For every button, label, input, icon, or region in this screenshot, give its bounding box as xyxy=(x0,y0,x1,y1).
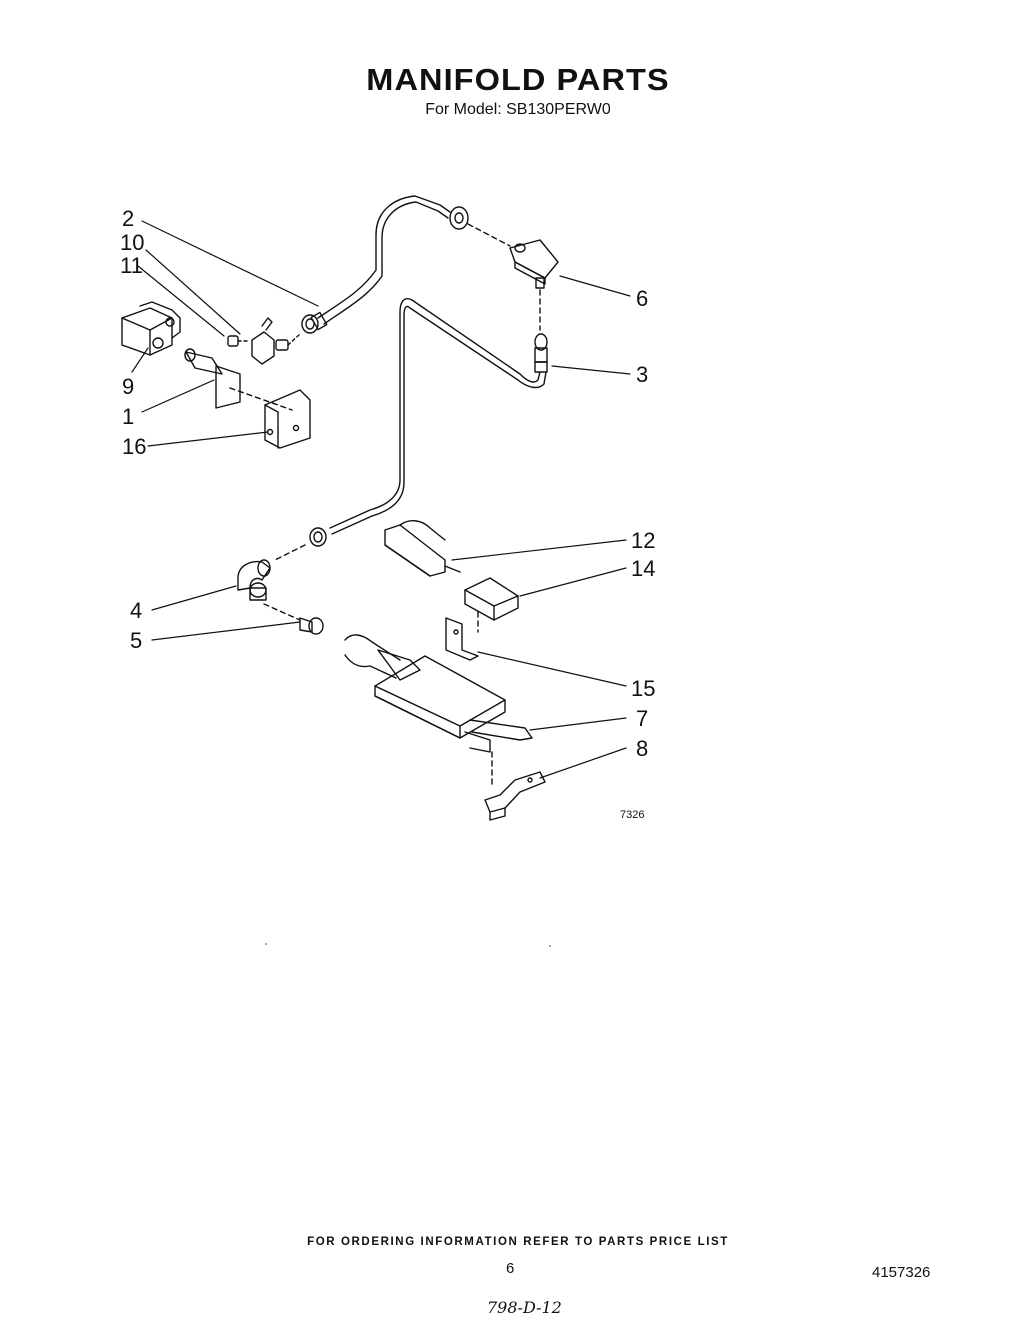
tube-fitting-lower xyxy=(309,527,327,547)
callout-11: 11 xyxy=(120,253,143,278)
callout-14: 14 xyxy=(631,556,655,581)
handwritten-note: 798-D-12 xyxy=(487,1298,562,1317)
tube-fitting-2 xyxy=(301,311,328,334)
callout-1: 1 xyxy=(122,404,134,429)
part-12-electrode xyxy=(384,520,461,577)
callout-9: 9 xyxy=(122,374,134,399)
gas-tube-upper xyxy=(317,195,451,325)
callout-labels: 2 10 11 9 1 16 6 3 12 14 4 5 15 7 8 7326 xyxy=(120,206,655,821)
page-title: MANIFOLD PARTS xyxy=(366,62,670,97)
callout-12: 12 xyxy=(631,528,655,553)
dashed-leader xyxy=(274,544,306,561)
gas-tube-long xyxy=(329,298,547,535)
scan-specks xyxy=(265,943,551,947)
tube-fitting-3 xyxy=(534,333,548,373)
dashed-leader xyxy=(467,223,511,247)
part-10-fitting xyxy=(251,317,301,365)
callout-7: 7 xyxy=(636,706,648,731)
callout-4: 4 xyxy=(130,598,142,623)
callout-5: 5 xyxy=(130,628,142,653)
callout-leaders xyxy=(131,220,631,779)
document-number: 4157326 xyxy=(872,1264,931,1281)
figure-number: 7326 xyxy=(620,809,644,821)
part-14-block xyxy=(464,577,519,621)
model-subtitle: For Model: SB130PERW0 xyxy=(425,101,611,118)
ordering-info-note: FOR ORDERING INFORMATION REFER TO PARTS … xyxy=(307,1236,729,1248)
part-6-connector xyxy=(509,239,559,289)
part-4-elbow xyxy=(237,559,271,601)
part-1-manifold-pipe xyxy=(184,348,293,411)
callout-8: 8 xyxy=(636,736,648,761)
tube-nut-top xyxy=(449,206,469,230)
callout-15: 15 xyxy=(631,676,655,701)
callout-16: 16 xyxy=(122,434,146,459)
part-11-fitting xyxy=(227,335,251,347)
part-15-bracket xyxy=(445,617,479,661)
dashed-leader xyxy=(263,603,301,621)
part-8-clip xyxy=(484,771,546,821)
page-number: 6 xyxy=(506,1260,515,1277)
part-5-nut xyxy=(299,617,324,635)
callout-2: 2 xyxy=(122,206,134,231)
callout-6: 6 xyxy=(636,286,648,311)
callout-10: 10 xyxy=(120,230,144,255)
part-7-burner xyxy=(344,634,533,753)
callout-3: 3 xyxy=(636,362,648,387)
part-16-bracket xyxy=(264,389,311,449)
part-9-valve xyxy=(121,301,181,356)
